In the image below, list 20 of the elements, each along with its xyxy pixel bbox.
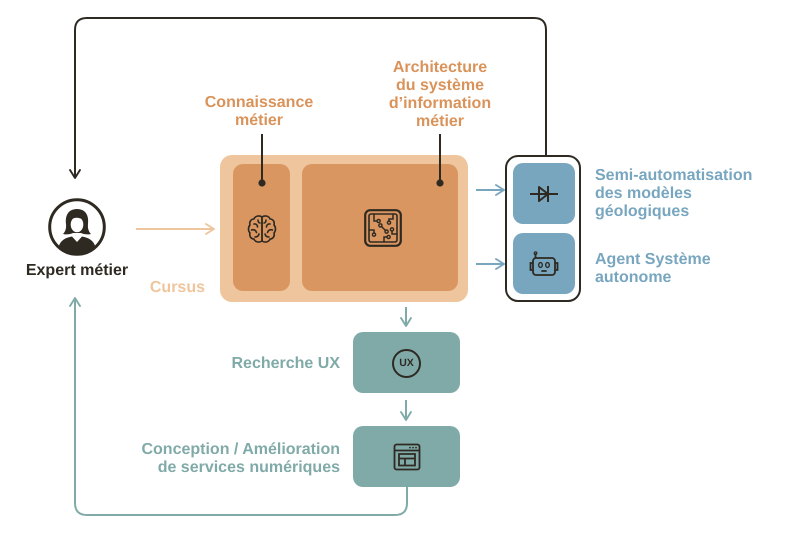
arrow bbox=[400, 400, 412, 421]
container-title: Cursus bbox=[148, 279, 205, 297]
tile-label: Agent Système autonome bbox=[595, 251, 712, 287]
person-name: Expert métier bbox=[24, 262, 130, 280]
arrow bbox=[136, 223, 215, 235]
arrow bbox=[476, 258, 505, 270]
arrow bbox=[69, 17, 547, 179]
arrow bbox=[69, 297, 408, 516]
arrow bbox=[476, 184, 505, 196]
callout-label: Architecture du système d’information métier bbox=[386, 59, 494, 131]
ux-icon: UX bbox=[392, 349, 421, 378]
panel bbox=[233, 164, 290, 291]
process-label: Recherche UX bbox=[230, 355, 340, 373]
arrow bbox=[400, 307, 412, 327]
process-label: Conception / Amélioration de services numériques bbox=[140, 441, 340, 477]
tile-label: Semi-automatisation des modèles géologiques bbox=[595, 167, 754, 221]
leader-line bbox=[436, 134, 444, 187]
callout-label: Connaissance métier bbox=[194, 94, 324, 130]
panel bbox=[302, 164, 458, 291]
leader-line bbox=[258, 134, 266, 187]
